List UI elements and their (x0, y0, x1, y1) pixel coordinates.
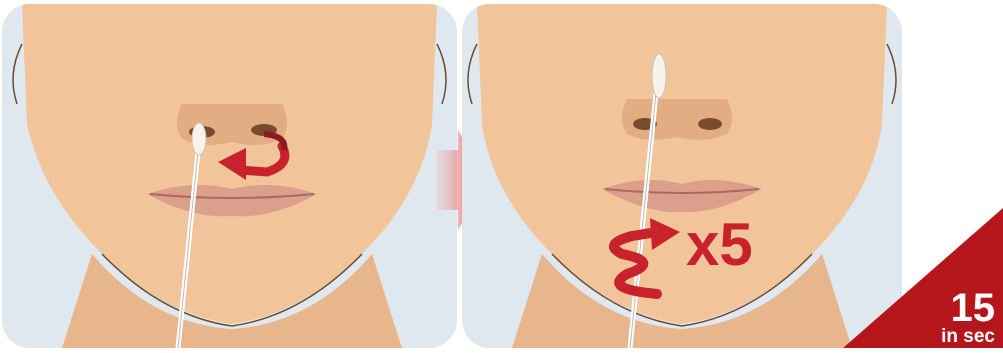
timer-badge: 15 in sec (823, 208, 1003, 348)
timer-value: 15 (951, 288, 996, 328)
repeat-count-label: x5 (686, 215, 753, 275)
step-one-panel (2, 4, 457, 348)
timer-unit: in sec (941, 327, 995, 346)
face-illustration-left (2, 4, 457, 348)
